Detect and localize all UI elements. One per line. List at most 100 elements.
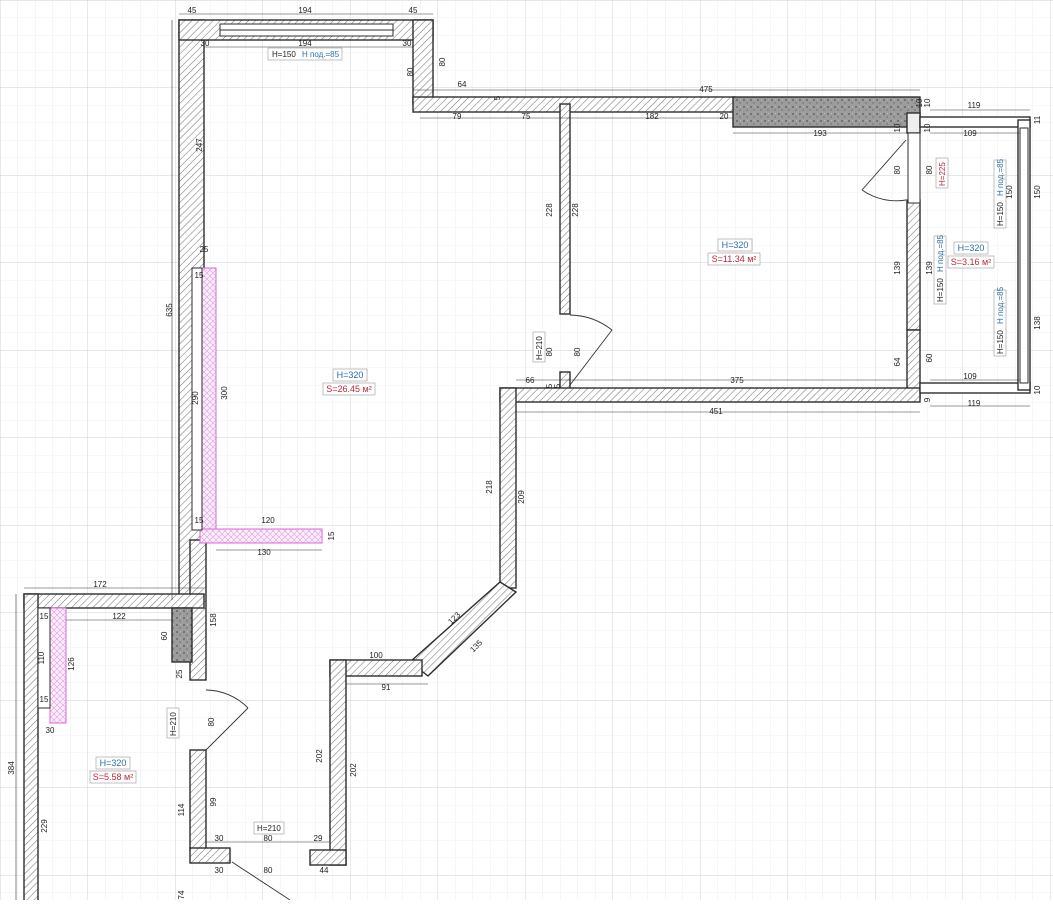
dim-label: 45	[188, 6, 197, 15]
room-balcony-area: S=3.16 м²	[951, 257, 991, 267]
balcony-win-top-height: H=150	[996, 202, 1005, 226]
dim-label: 10	[915, 98, 924, 107]
balcony-door-height: H=225	[938, 162, 947, 186]
room-balcony-height-box	[953, 241, 989, 255]
room-right-area-box	[707, 252, 761, 266]
balcony-win-mid-height: H=150	[936, 278, 945, 302]
door-left-leaf	[205, 707, 249, 751]
dim-label: 25	[200, 245, 209, 254]
room-main-area: S=26.45 м²	[326, 384, 371, 394]
dim-label: 15	[40, 612, 49, 621]
dim-label: 138	[1033, 316, 1042, 330]
room-small-area: S=5.58 м²	[93, 772, 133, 782]
dim-label: 229	[40, 819, 49, 833]
dim-label: 120	[261, 516, 275, 525]
dim-label: 10	[923, 98, 932, 107]
dim-label: 218	[485, 480, 494, 494]
wall-corridor-bottom	[189, 847, 231, 864]
dim-label: 80	[438, 57, 447, 66]
niche-small	[37, 607, 51, 709]
dim-label: 109	[963, 129, 977, 138]
dim-label: 10	[923, 123, 932, 132]
wall-diagonal	[408, 581, 518, 677]
dim-label: 10	[1033, 385, 1042, 394]
wall-balcony-top	[919, 116, 1031, 128]
dim-label: 80	[264, 866, 273, 875]
dim-label: 119	[968, 399, 981, 408]
dim-label: 11	[1033, 115, 1042, 124]
dim-label: 290	[191, 391, 200, 405]
room-main-height-box	[332, 368, 368, 382]
door-balcony-leaf	[861, 139, 907, 191]
dim-label: 109	[963, 372, 977, 381]
wall-small-left	[23, 593, 39, 905]
room-right-height: H=320	[722, 240, 749, 250]
room-labels: H=320 S=26.45 м² H=320 S=11.34 м² H=320 …	[89, 238, 995, 784]
niche-main	[191, 267, 203, 531]
dim-label: 44	[320, 866, 329, 875]
windows	[219, 23, 1029, 384]
wall-right-upper	[906, 112, 921, 134]
dim-label: 194	[298, 6, 312, 15]
wall-concrete-top	[732, 96, 921, 128]
door-left-height: H=210	[169, 712, 178, 736]
dim-label: 122	[112, 612, 126, 621]
dim-label: 66	[526, 376, 535, 385]
dim-label: 150	[1033, 185, 1042, 199]
wall-small-concrete	[171, 607, 193, 663]
dim-label: 202	[315, 749, 324, 763]
dim-label: 15	[195, 516, 204, 525]
dim-label: 126	[67, 657, 76, 671]
door-mid-height: H=210	[535, 336, 544, 360]
dim-label: 30	[215, 866, 224, 875]
dim-label: 5	[545, 383, 554, 388]
dim-label: 30	[46, 726, 55, 735]
dim-label: 30	[215, 834, 224, 843]
dimension-labels: 45 194 45 30 194 30 80 80 64 5 475 10 10…	[7, 6, 1042, 899]
dim-label: 635	[165, 303, 174, 317]
dim-label: 15	[195, 271, 204, 280]
dim-label: 15	[40, 695, 49, 704]
door-mid-arc	[569, 314, 613, 331]
dim-label: 80	[893, 165, 902, 174]
dim-label: 100	[369, 651, 383, 660]
top-window-label-box	[267, 47, 343, 61]
door-bottom-label-box	[253, 821, 285, 835]
window-balcony-door	[907, 132, 921, 204]
room-right-area: S=11.34 м²	[712, 254, 757, 264]
dim-label: 247	[195, 138, 204, 152]
dim-label: 80	[207, 717, 216, 726]
top-window-sill: H под.=85	[302, 50, 340, 59]
room-right-height-box	[717, 238, 753, 252]
balcony-door-label-box	[935, 157, 949, 189]
dim-label: 228	[571, 203, 580, 217]
dim-label: 158	[209, 613, 218, 627]
door-left-arc	[205, 689, 249, 709]
dim-label: 80	[545, 347, 554, 356]
door-balcony-arc	[861, 189, 907, 202]
dim-label: 60	[925, 353, 934, 362]
dim-label: 375	[730, 376, 744, 385]
dim-label: 114	[177, 803, 186, 816]
room-main-height: H=320	[337, 370, 364, 380]
wall-right-room-top	[412, 96, 736, 113]
dim-label: 475	[699, 85, 713, 94]
dim-label: 60	[160, 631, 169, 640]
room-main-area-box	[322, 382, 376, 396]
wall-main-top-right	[412, 19, 434, 105]
opening-labels: H=150 H под.=85 H=210 H=210 H=210 H=225 …	[166, 47, 1007, 835]
wall-lower-bottom	[309, 849, 347, 866]
room-balcony-area-box	[947, 255, 995, 269]
dim-label: 209	[517, 490, 526, 504]
wall-right-room-bottom	[499, 387, 921, 403]
room-small-area-box	[89, 770, 137, 784]
dim-label: 64	[458, 80, 467, 89]
dim-label: 29	[314, 834, 323, 843]
dim-label: 451	[709, 407, 723, 416]
wall-lower-vertical	[329, 659, 347, 866]
wall-corridor-lower	[189, 749, 207, 851]
dim-label: 64	[893, 357, 902, 366]
dim-label: 80	[573, 347, 582, 356]
